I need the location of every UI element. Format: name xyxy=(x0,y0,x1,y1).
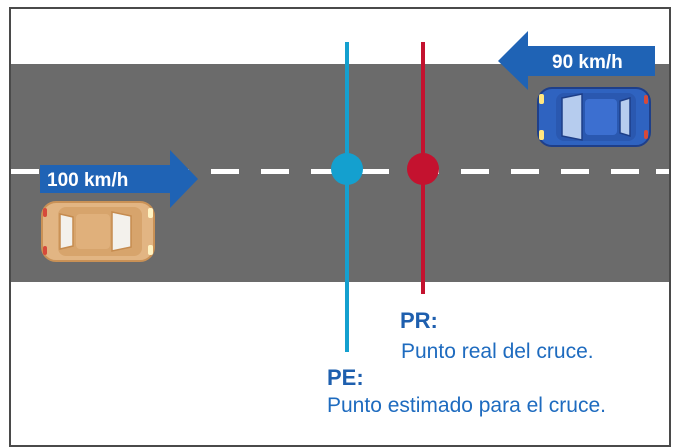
blue-car xyxy=(537,87,651,147)
pr-marker-dot xyxy=(407,153,439,185)
speed-arrow-right xyxy=(40,150,198,208)
pr-title: PR: xyxy=(400,308,438,333)
speed-arrow-left xyxy=(498,31,655,90)
pr-description: Punto real del cruce. xyxy=(401,340,594,363)
pe-title: PE: xyxy=(327,365,364,390)
tan-car xyxy=(41,201,155,262)
speed-label-right: 100 km/h xyxy=(47,170,129,191)
speed-label-left: 90 km/h xyxy=(552,52,623,73)
pe-description: Punto estimado para el cruce. xyxy=(327,394,606,417)
pe-marker-dot xyxy=(331,153,363,185)
